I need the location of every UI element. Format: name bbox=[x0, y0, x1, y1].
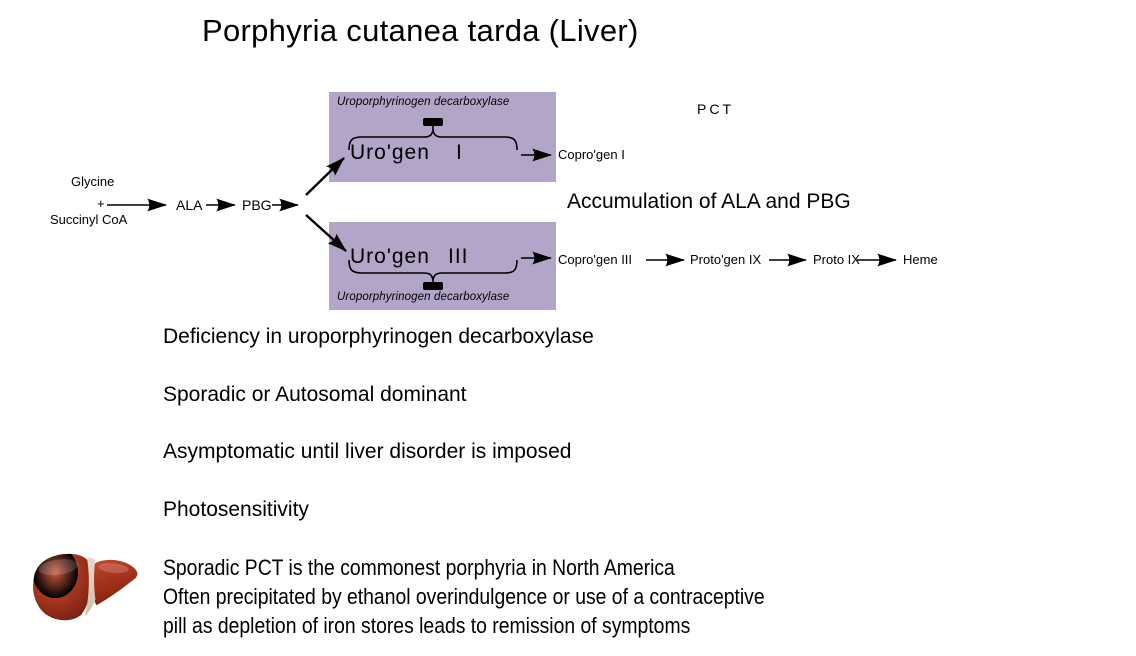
label-pbg: PBG bbox=[242, 197, 272, 213]
label-urogen-i: Uro'gen bbox=[350, 141, 430, 164]
enzyme-name-upper: Uroporphyrinogen decarboxylase bbox=[337, 96, 510, 108]
label-protogen-ix: Proto'gen IX bbox=[690, 252, 762, 267]
label-urogen-i-numeral: I bbox=[456, 141, 463, 164]
note-inheritance: Sporadic or Autosomal dominant bbox=[163, 383, 467, 406]
sporadic-pct-paragraph: Sporadic PCT is the commonest porphyria … bbox=[163, 553, 765, 640]
liver-icon bbox=[33, 553, 138, 621]
label-plus: + bbox=[97, 196, 105, 211]
enzyme-name-lower: Uroporphyrinogen decarboxylase bbox=[337, 291, 510, 303]
label-coprogen-i: Copro'gen I bbox=[558, 147, 625, 162]
note-photosensitivity: Photosensitivity bbox=[163, 498, 309, 521]
note-deficiency: Deficiency in uroporphyrinogen decarboxy… bbox=[163, 325, 594, 348]
note-asymptomatic: Asymptomatic until liver disorder is imp… bbox=[163, 440, 572, 463]
label-succinyl-coa: Succinyl CoA bbox=[50, 212, 128, 227]
label-urogen-iii-numeral: III bbox=[448, 245, 469, 268]
paragraph-line: Often precipitated by ethanol overindulg… bbox=[163, 584, 765, 609]
accumulation-text: Accumulation of ALA and PBG bbox=[567, 190, 851, 213]
label-heme: Heme bbox=[903, 252, 938, 267]
pct-label: PCT bbox=[697, 101, 734, 117]
label-urogen-iii: Uro'gen bbox=[350, 245, 430, 268]
label-proto-ix: Proto IX bbox=[813, 252, 860, 267]
page-title: Porphyria cutanea tarda (Liver) bbox=[202, 13, 639, 48]
paragraph-line: pill as depletion of iron stores leads t… bbox=[163, 613, 691, 638]
label-ala: ALA bbox=[176, 197, 203, 213]
paragraph-line: Sporadic PCT is the commonest porphyria … bbox=[163, 555, 675, 580]
label-coprogen-iii: Copro'gen III bbox=[558, 252, 633, 267]
label-glycine: Glycine bbox=[71, 174, 115, 189]
